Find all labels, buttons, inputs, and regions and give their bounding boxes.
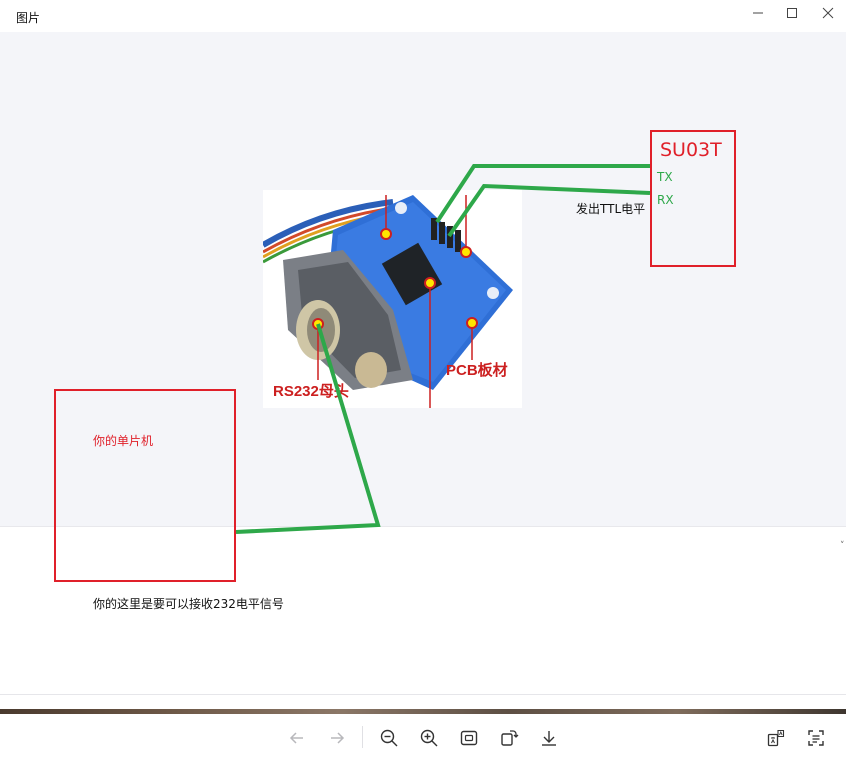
su03t-box — [650, 130, 736, 267]
minimize-icon — [753, 12, 763, 14]
download-icon — [542, 731, 556, 746]
zoom-out-button[interactable] — [375, 724, 403, 752]
scroll-marker: ˅ — [840, 541, 845, 551]
window-title: 图片 — [16, 11, 41, 25]
rx-label: RX — [657, 193, 674, 207]
close-icon — [822, 7, 834, 19]
close-button[interactable] — [806, 2, 846, 24]
maximize-button[interactable] — [770, 2, 814, 24]
mcu-box — [54, 389, 236, 582]
title-bar: 图片 — [0, 0, 846, 32]
rotate-button[interactable] — [495, 724, 523, 752]
download-button[interactable] — [535, 724, 563, 752]
thumbnail-strip[interactable] — [0, 709, 846, 714]
previous-button[interactable] — [283, 724, 311, 752]
toolbar-divider — [362, 726, 363, 748]
maximize-icon — [787, 8, 797, 18]
connector-label: RS232母头 — [273, 383, 349, 400]
rotate-icon — [501, 730, 519, 746]
translate-icon — [767, 729, 785, 747]
ocr-button[interactable] — [802, 724, 830, 752]
zoom-in-button[interactable] — [415, 724, 443, 752]
zoom-in-icon — [420, 729, 438, 747]
next-button[interactable] — [323, 724, 351, 752]
rs232-module-photo: RS232母头 PCB板材 — [263, 190, 522, 408]
ttl-note: 发出TTL电平 — [576, 202, 646, 216]
pcb-label: PCB板材 — [446, 361, 508, 379]
fit-icon — [460, 730, 478, 746]
divider — [0, 694, 846, 695]
translate-button[interactable] — [762, 724, 790, 752]
rs232-note: 你的这里是要可以接收232电平信号 — [93, 597, 284, 611]
image-lower-area — [0, 526, 846, 695]
zoom-out-icon — [380, 729, 398, 747]
fit-to-window-button[interactable] — [455, 724, 483, 752]
ocr-icon — [808, 730, 824, 746]
arrow-left-icon — [289, 732, 303, 744]
bottom-toolbar — [0, 714, 846, 761]
tx-label: TX — [657, 170, 673, 184]
mcu-label: 你的单片机 — [93, 434, 154, 448]
su03t-label: SU03T — [660, 139, 722, 161]
arrow-right-icon — [331, 732, 345, 744]
minimize-button[interactable] — [736, 2, 780, 24]
